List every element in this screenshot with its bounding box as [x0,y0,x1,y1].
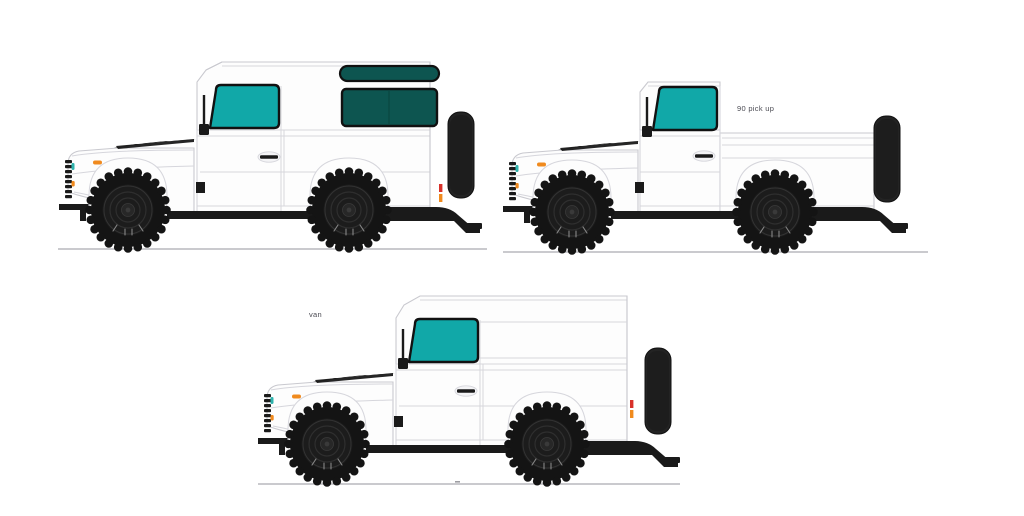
fuel-filler-van [394,416,403,427]
door-lines-station-wagon [196,86,285,212]
front-wheel-pick-up [528,168,616,256]
front-wheel-station-wagon [84,166,172,254]
rear-sill-pick-up [806,207,908,233]
spare-wheel-van [644,347,672,435]
rear-wheel-pick-up [731,168,819,256]
door-handle-van [454,385,478,397]
windscreen-station-wagon [208,83,281,130]
vehicle-label-pick-up: 90 pick up [737,104,775,113]
windows-station-wagon [208,64,441,130]
rear-wheel-van [503,400,591,488]
vehicle-pick-up [502,81,928,256]
tail-light-red-van [630,400,634,408]
door-lines-van [395,320,484,446]
door-handle-pick-up [692,150,716,162]
side-sill-bar-van [366,445,591,453]
rear-sill-van [578,441,680,467]
spare-wheel-pick-up [873,115,901,203]
alpine-roof-window [338,64,441,83]
door-handle-station-wagon [257,151,281,163]
vehicle-van [257,295,680,488]
front-wheel-van [283,400,371,488]
tail-light-red-station-wagon [439,184,443,192]
side-sill-bar-station-wagon [167,211,393,219]
vehicle-station-wagon [58,61,487,254]
windscreen-pick-up [651,85,719,132]
rear-wheel-station-wagon [305,166,393,254]
vehicle-label-van: van [309,310,322,319]
side-sill-bar-pick-up [611,211,761,219]
door-lines-pick-up [639,86,721,212]
ground-tick-van [455,481,460,483]
tail-light-amber-station-wagon [439,194,443,202]
rear-sill-station-wagon [380,207,482,233]
fuel-filler-pick-up [635,182,644,193]
tail-light-amber-van [630,410,634,418]
fuel-filler-station-wagon [196,182,205,193]
spare-wheel-station-wagon [447,111,475,199]
windscreen-van [407,317,480,364]
